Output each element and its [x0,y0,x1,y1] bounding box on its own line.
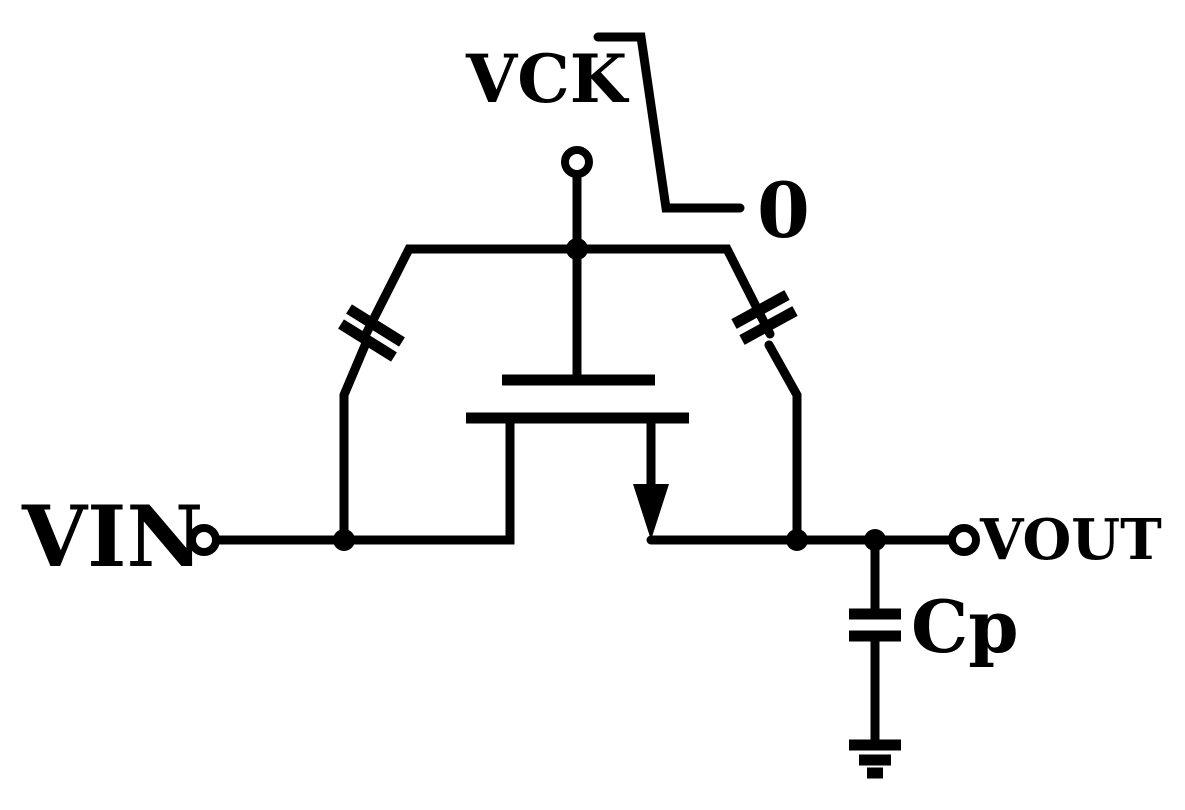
vout-terminal-circle [948,524,980,556]
vout-terminal [792,524,980,556]
vck-terminal [561,146,593,385]
right-cap-plate-top [731,290,790,329]
vin-terminal [188,524,349,556]
mosfet-source-arrow [633,484,669,540]
ground-symbol [849,739,901,779]
n-channel-mosfet [339,374,802,545]
junction-dot-top [566,238,588,260]
junction-dot-cp [864,529,886,551]
parasitic-capacitor-cp [849,535,901,748]
left-cap-plate-top [346,304,405,347]
vout-label: VOUT [979,507,1162,573]
junction-dot-vin [333,529,355,551]
cp-label: Cp [911,584,1019,669]
left-cap-lower-wire [339,338,371,545]
mosfet-drain-lead [339,413,515,545]
vin-label: VIN [21,487,203,586]
top-bus-wire [361,244,775,339]
vin-terminal-circle [188,524,220,556]
right-cap-plate-bottom [739,306,798,345]
vck-terminal-circle [561,146,593,178]
clock-low-label: 0 [757,166,810,255]
right-cap-lower-wire [764,340,802,545]
left-coupling-capacitor [338,304,405,545]
vck-label: VCK [465,40,630,118]
clock-pulse-icon [593,32,745,213]
right-coupling-capacitor [731,290,802,545]
junction-dot-right [786,529,808,551]
